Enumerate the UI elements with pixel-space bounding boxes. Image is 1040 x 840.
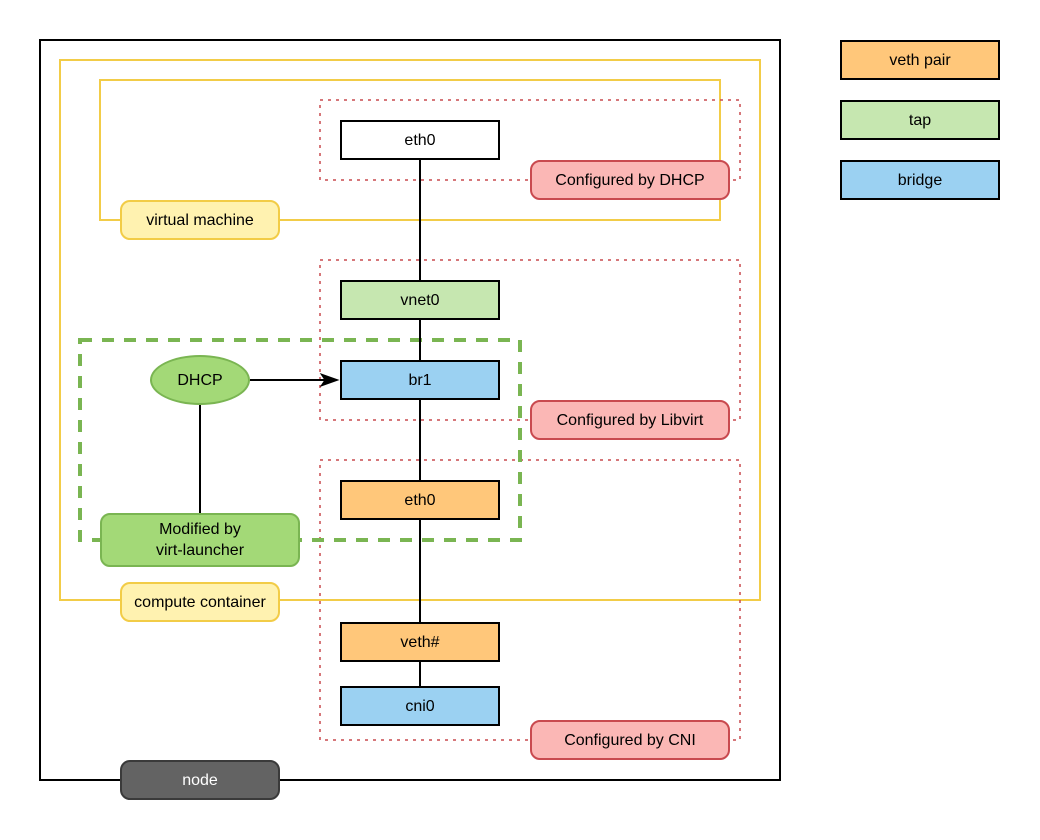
vnet0-tap: vnet0 (340, 280, 500, 320)
legend-veth-pair: veth pair (840, 40, 1000, 80)
cni0-bridge: cni0 (340, 686, 500, 726)
br1-bridge: br1 (340, 360, 500, 400)
configured-by-cni-label: Configured by CNI (530, 720, 730, 760)
node-label: node (120, 760, 280, 800)
configured-by-libvirt-label: Configured by Libvirt (530, 400, 730, 440)
veth-hash-veth: veth# (340, 622, 500, 662)
dhcp-config-region (319, 99, 741, 181)
modified-by-virt-launcher-label: Modified by virt-launcher (100, 513, 300, 567)
compute-container-label: compute container (120, 582, 280, 622)
node-frame (39, 39, 781, 781)
virt-launcher-region (78, 338, 522, 542)
configured-by-dhcp-label: Configured by DHCP (530, 160, 730, 200)
legend-bridge: bridge (840, 160, 1000, 200)
dhcp-server: DHCP (150, 355, 250, 405)
vm-eth0-interface: eth0 (340, 120, 500, 160)
legend-tap: tap (840, 100, 1000, 140)
virt-launcher-line: virt-launcher (155, 542, 245, 559)
compute-container-frame (59, 59, 761, 601)
modified-by-line: Modified by (159, 521, 241, 538)
virtual-machine-label: virtual machine (120, 200, 280, 240)
container-eth0-veth: eth0 (340, 480, 500, 520)
virtual-machine-frame (99, 79, 721, 221)
libvirt-config-region (319, 259, 741, 421)
cni-config-region (319, 459, 741, 741)
arrowhead (319, 373, 340, 387)
